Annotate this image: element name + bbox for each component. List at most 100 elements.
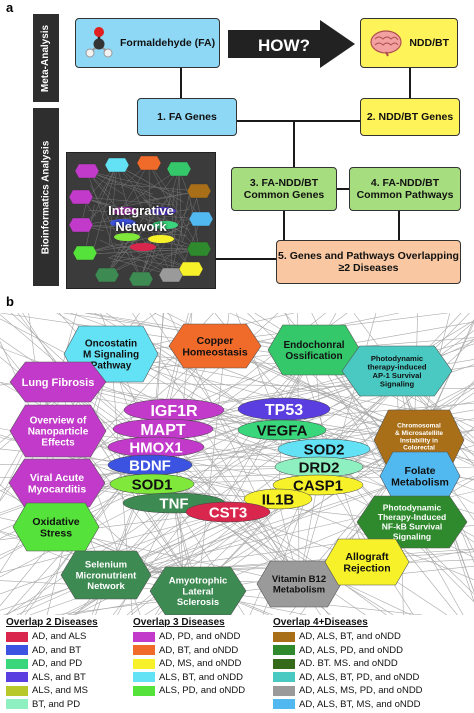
pathway-hexagon (9, 404, 107, 458)
network-edge (105, 370, 398, 576)
thumbnail-edge (178, 168, 183, 241)
legend-item: ALS, PD, and oNDD (133, 684, 273, 698)
pathway-label: Vitamin B12 (272, 574, 326, 585)
legend-label: AD, PD, and oNDD (159, 631, 241, 643)
gene-node-cst3: CST3 (185, 501, 271, 523)
ndd-bt-genes-label: 2. NDD/BT Genes (366, 110, 454, 123)
pathway-label: M Signaling (83, 350, 139, 361)
pathway-label: Photodynamic (371, 354, 423, 363)
thumbnail-edge (165, 191, 200, 250)
panel-b-label: b (6, 294, 14, 309)
pathway-hexagon (324, 538, 410, 586)
legend-label: AD, BT, and oNDD (159, 644, 239, 656)
ndd-bt-box: NDD/BT (360, 18, 458, 68)
network-edge (6, 429, 283, 615)
gene-node-il1b: IL1B (243, 488, 313, 510)
common-genes-box: 3. FA-NDD/BT Common Genes (231, 167, 337, 211)
legend-item: BT, and PD (6, 698, 134, 712)
formaldehyde-box: Formaldehyde (FA) (75, 18, 220, 68)
legend-item: AD, and ALS (6, 630, 134, 644)
gene-ellipse (243, 488, 313, 510)
legend-label: AD. BT. MS. and oNDD (299, 658, 398, 670)
ndd-bt-genes-box: 2. NDD/BT Genes (360, 98, 460, 136)
thumbnail-edge (86, 170, 153, 195)
legend-swatch (6, 645, 28, 656)
pathway-label: Stress (40, 528, 72, 540)
pathway-node-lung-fibrosis: Lung Fibrosis (9, 361, 107, 403)
legend-label: AD, ALS, BT, MS, and oNDD (299, 698, 421, 710)
thumbnail-edge (84, 230, 177, 254)
legend-label: AD, and ALS (32, 631, 87, 643)
connector-ndd-down (409, 67, 411, 105)
thumbnail-gene-node (130, 243, 156, 251)
pathway-label: Nanoparticle (28, 427, 89, 438)
legend-item: ALS, BT, and oNDD (133, 671, 273, 685)
pathway-hexagon (341, 345, 453, 397)
gene-label: TNF (159, 495, 188, 512)
thumbnail-edge (133, 188, 172, 276)
gene-node-mapt: MAPT (112, 418, 214, 440)
pathway-label: Chromosomal (397, 423, 441, 430)
formaldehyde-label: Formaldehyde (FA) (120, 36, 216, 49)
pathway-label: Instability in (400, 437, 438, 444)
thumbnail-edge (106, 238, 169, 276)
thumbnail-gene-node (152, 221, 178, 229)
legend-label: AD, and BT (32, 644, 82, 656)
thumbnail-node (104, 157, 130, 173)
network-thumbnail-graphic (68, 155, 214, 287)
pathway-hexagon (60, 550, 152, 600)
gene-label: MAPT (140, 422, 186, 439)
thumbnail-gene-node (150, 207, 176, 215)
thumbnail-node (188, 211, 214, 227)
legend-label: AD, ALS, MS, PD, and oNDD (299, 685, 423, 697)
thumbnail-node (178, 261, 204, 277)
thumbnail-edge (116, 164, 184, 203)
thumbnail-node (186, 183, 212, 199)
pathway-label: Effects (41, 438, 75, 449)
pathway-label: Metabolism (273, 585, 325, 596)
pathway-label: Sclerosis (177, 597, 219, 608)
thumbnail-node (128, 271, 154, 287)
gene-label: SOD1 (132, 476, 173, 493)
network-edge (0, 511, 229, 574)
integrative-network-thumbnail: Integrative Network (66, 152, 216, 289)
pathway-label: therapy-induced (367, 362, 426, 371)
legend-item: AD, PD, and oNDD (133, 630, 273, 644)
pathway-label: Folate (405, 465, 436, 477)
pathway-label: Pathway (91, 361, 132, 372)
pathway-label: & Microsatellite (395, 430, 443, 437)
thumbnail-edge (89, 248, 200, 255)
gene-node-vegfa: VEGFA (237, 419, 327, 441)
pathway-label: Oxidative (32, 516, 79, 528)
thumbnail-edge (90, 185, 142, 280)
legend-item: AD, ALS, BT, MS, and oNDD (273, 698, 471, 712)
legend-item: AD, BT, and oNDD (133, 644, 273, 658)
legend-swatch (133, 645, 155, 656)
panel-a-label: a (6, 0, 14, 15)
legend-label: AD, MS, and oNDD (159, 658, 242, 670)
thumbnail-gene-node (114, 233, 140, 241)
legend-overlap-3-title: Overlap 3 Diseases (133, 617, 225, 628)
gene-node-casp1: CASP1 (272, 474, 364, 496)
thumbnail-gene-node (112, 207, 138, 215)
how-arrow: HOW? (228, 20, 355, 68)
pathway-label: Network (87, 581, 125, 592)
integrative-network-label: Integrative Network (108, 203, 174, 235)
legend-item: AD, ALS, PD, and oNDD (273, 644, 471, 658)
gene-node-igf1r: IGF1R (123, 398, 225, 422)
thumbnail-node (94, 267, 120, 283)
thumbnail-edge (86, 170, 116, 253)
connector-step4-down (398, 211, 400, 241)
thumbnail-edge (86, 170, 160, 200)
common-pathways-label: 4. FA-NDD/BT Common Pathways (356, 176, 454, 201)
pathway-label: Copper (197, 335, 234, 347)
connector-genes-horizontal (237, 120, 360, 122)
